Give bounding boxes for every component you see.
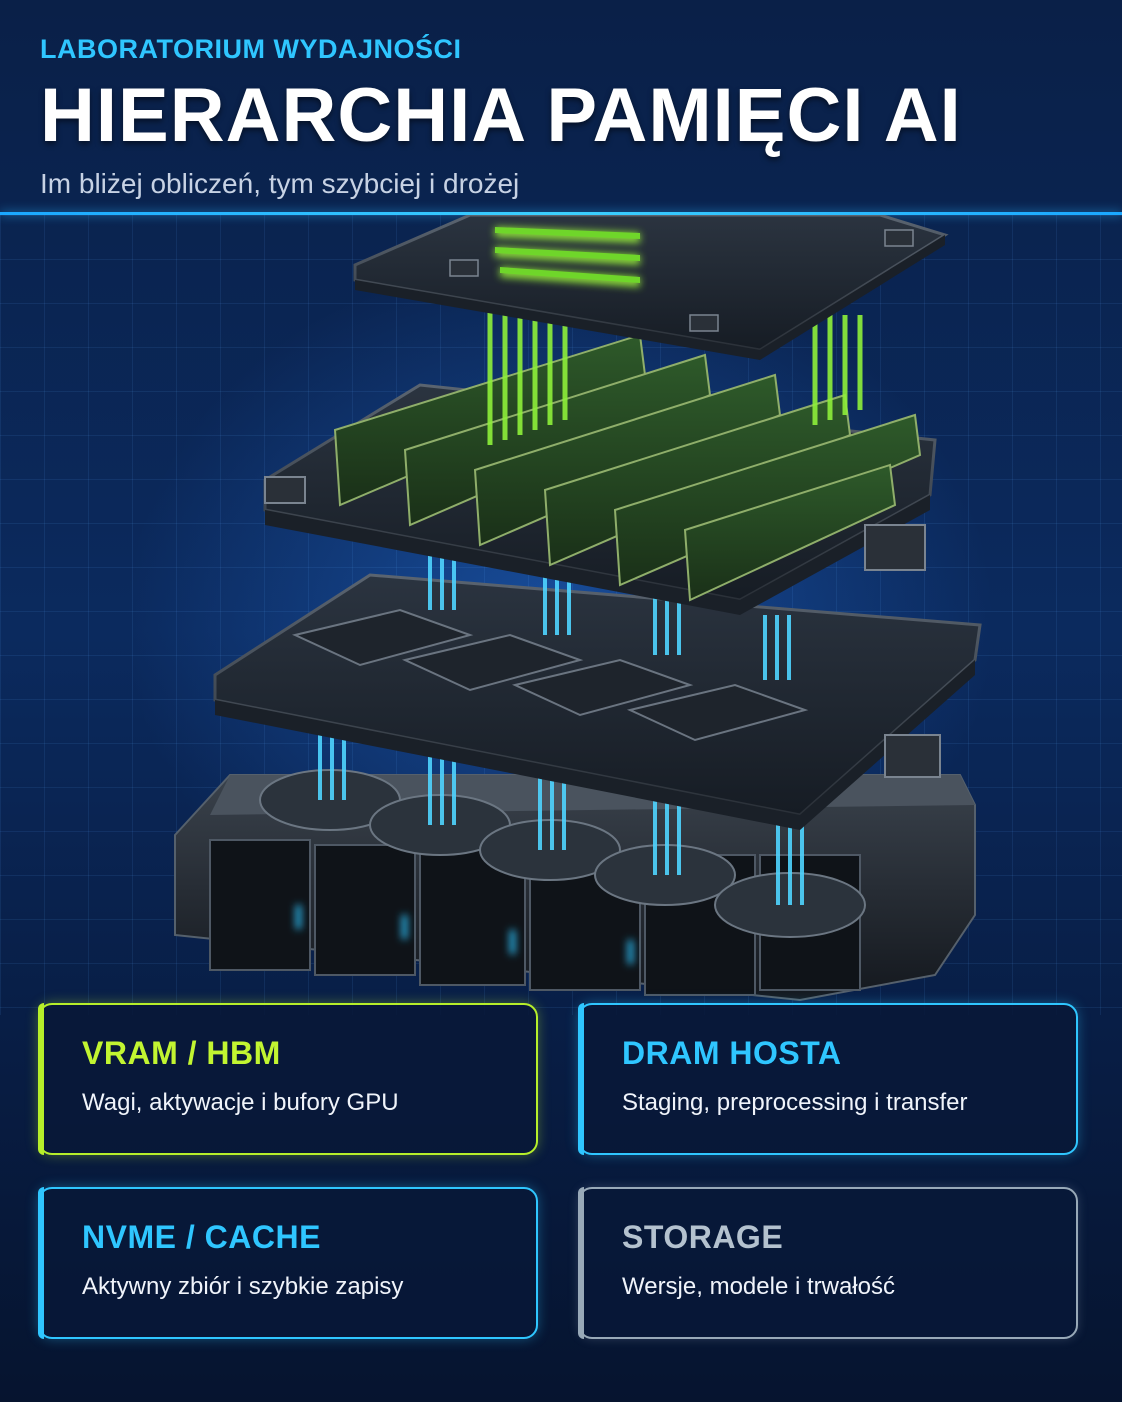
dram-host-board: [263, 333, 937, 615]
eyebrow-label: LABORATORIUM WYDAJNOŚCI: [40, 34, 462, 64]
storage-server-chassis: [174, 769, 976, 1002]
card-description: Staging, preprocessing i transfer: [622, 1089, 968, 1116]
header-divider: [0, 212, 1122, 215]
card-vram-hbm: VRAM / HBM Wagi, aktywacje i bufory GPU: [38, 1003, 538, 1155]
card-storage: STORAGE Wersje, modele i trwałość: [578, 1187, 1078, 1339]
card-title: STORAGE: [622, 1219, 784, 1255]
card-accent-bar: [578, 1003, 584, 1155]
card-dram-hosta: DRAM HOSTA Staging, preprocessing i tran…: [578, 1003, 1078, 1155]
card-accent-bar: [38, 1187, 44, 1339]
card-title: VRAM / HBM: [82, 1035, 281, 1071]
card-accent-bar: [578, 1187, 584, 1339]
card-title: NVME / CACHE: [82, 1219, 321, 1255]
card-accent-bar: [38, 1003, 44, 1155]
ram-modules: [333, 333, 922, 602]
blue-data-beams-upper: [428, 555, 791, 680]
card-title: DRAM HOSTA: [622, 1035, 842, 1071]
gpu-vram-board: [353, 215, 949, 360]
page-subtitle: Im bliżej obliczeń, tym szybciej i droże…: [40, 168, 520, 199]
card-nvme-cache: NVME / CACHE Aktywny zbiór i szybkie zap…: [38, 1187, 538, 1339]
memory-hierarchy-illustration: [174, 215, 982, 1002]
card-description: Aktywny zbiór i szybkie zapisy: [82, 1273, 404, 1300]
card-description: Wagi, aktywacje i bufory GPU: [82, 1089, 399, 1116]
page-title: HIERARCHIA PAMIĘCI AI: [40, 73, 962, 158]
card-description: Wersje, modele i trwałość: [622, 1273, 895, 1300]
